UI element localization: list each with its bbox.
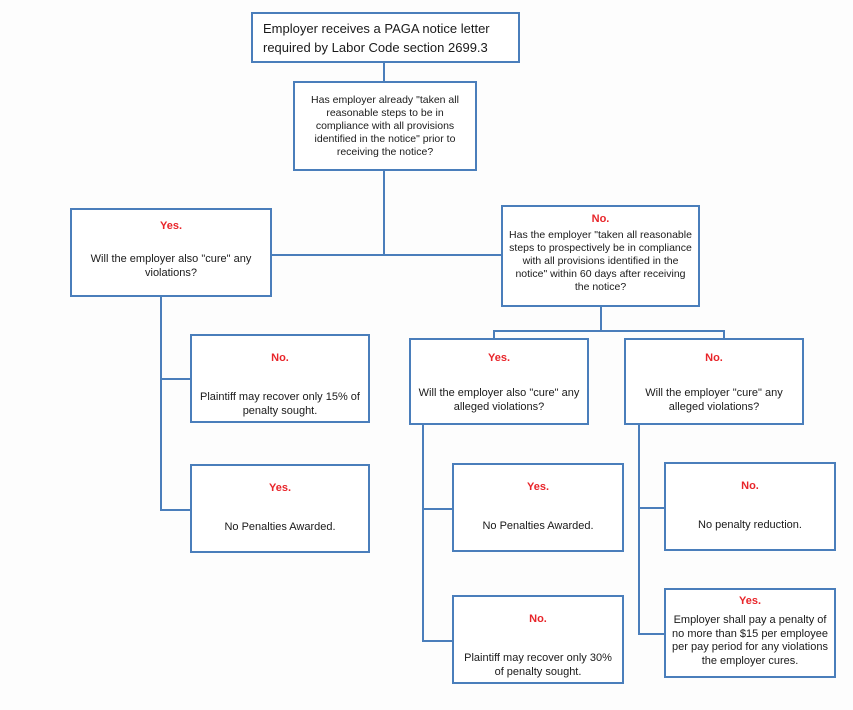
node-no1-header: No. (591, 213, 610, 225)
node-mid-yes-text: Will the employer also "cure" any allege… (418, 387, 580, 413)
connector-q1-split-right (383, 254, 501, 256)
connector-q1-split-left (272, 254, 385, 256)
connector-right-to-yes (638, 633, 664, 635)
node-yes-will-cure-violations[interactable]: Yes. Will the employer also "cure" any v… (70, 208, 272, 297)
node-right-no-header: No. (705, 352, 723, 364)
node-no-penalties-mid-header: Yes. (526, 481, 550, 493)
node-no-penalty-reduction[interactable]: No. No penalty reduction. (664, 462, 836, 551)
connector-no1-trunk (600, 306, 602, 331)
connector-mid-to-no (422, 640, 452, 642)
connector-root-to-q1 (383, 62, 385, 82)
node-right-no-text: Will the employer "cure" any alleged vio… (645, 387, 783, 413)
connector-mid-trunk (422, 425, 424, 642)
connector-no1-bar (493, 330, 725, 332)
node-no1-text: Has the employer "taken all reasonable s… (509, 229, 692, 293)
node-no-reduction-text: No penalty reduction. (698, 519, 802, 531)
node-30pct-text: Plaintiff may recover only 30% of penalt… (464, 652, 612, 678)
connector-right-to-no (638, 507, 664, 509)
connector-right-trunk (638, 425, 640, 635)
node-mid-yes-header: Yes. (487, 352, 511, 364)
node-question-prior-compliance[interactable]: Has employer already "taken all reasonab… (293, 81, 477, 171)
node-pay-header: Yes. (738, 595, 762, 607)
connector-mid-to-yes (422, 508, 452, 510)
node-15pct-header: No. (271, 352, 289, 364)
node-recover-15-percent[interactable]: No. Plaintiff may recover only 15% of pe… (190, 334, 370, 423)
connector-no1-to-no (723, 330, 725, 344)
node-no-penalties-left-header: Yes. (268, 482, 292, 494)
node-yes1-text: Will the employer also "cure" any violat… (90, 253, 252, 279)
node-15pct-text: Plaintiff may recover only 15% of penalt… (200, 391, 360, 417)
connector-no1-to-yes (493, 330, 495, 344)
node-30pct-header: No. (529, 613, 547, 625)
node-no-will-cure-alleged[interactable]: No. Will the employer "cure" any alleged… (624, 338, 804, 425)
connector-yes1-trunk (160, 296, 162, 511)
node-no-penalties-mid-text: No Penalties Awarded. (482, 520, 594, 532)
node-no-prospective-compliance-60-days[interactable]: No. Has the employer "taken all reasonab… (501, 205, 700, 307)
node-no-reduction-header: No. (741, 480, 759, 492)
node-no-penalties-awarded-mid[interactable]: Yes. No Penalties Awarded. (452, 463, 624, 552)
node-pay-text: Employer shall pay a penalty of no more … (672, 614, 828, 667)
node-q1-text: Has employer already "taken all reasonab… (311, 93, 459, 158)
connector-yes1-to-no (160, 378, 190, 380)
node-root-text: Employer receives a PAGA notice letter r… (263, 20, 490, 55)
node-no-penalties-left-text: No Penalties Awarded. (224, 521, 336, 533)
node-penalty-15-per-employee[interactable]: Yes. Employer shall pay a penalty of no … (664, 588, 836, 678)
node-no-penalties-awarded-left[interactable]: Yes. No Penalties Awarded. (190, 464, 370, 553)
node-yes1-header: Yes. (159, 220, 183, 232)
node-yes-will-also-cure-alleged[interactable]: Yes. Will the employer also "cure" any a… (409, 338, 589, 425)
node-root-paga-notice[interactable]: Employer receives a PAGA notice letter r… (251, 12, 520, 63)
connector-yes1-to-yes (160, 509, 190, 511)
connector-q1-trunk (383, 170, 385, 255)
node-recover-30-percent[interactable]: No. Plaintiff may recover only 30% of pe… (452, 595, 624, 684)
